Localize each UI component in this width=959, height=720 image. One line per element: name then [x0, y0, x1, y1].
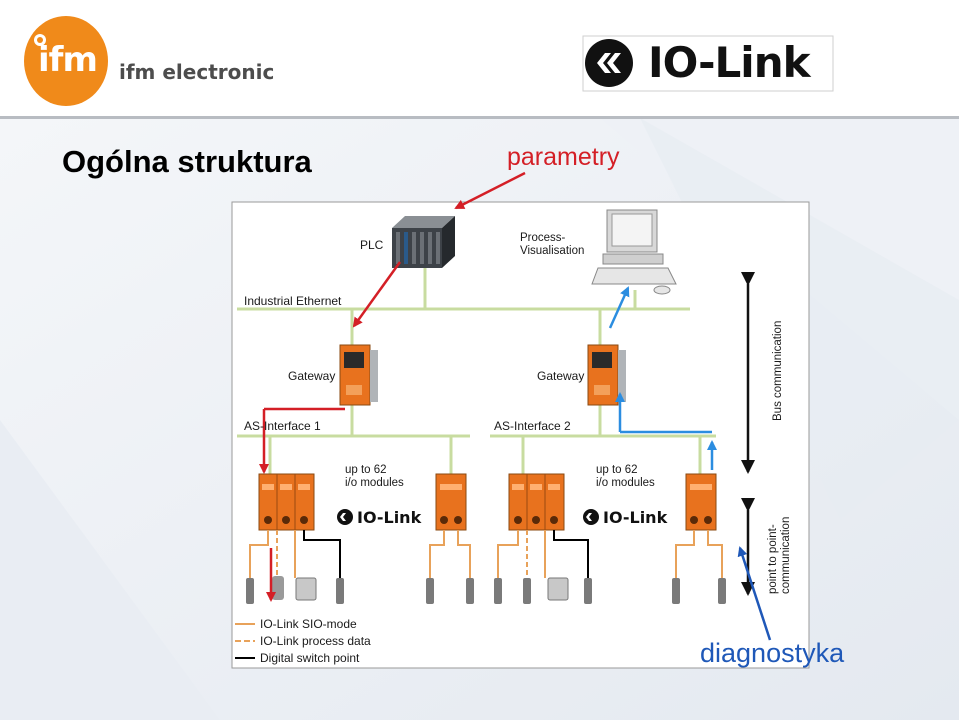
- process-vis-label: Process- Visualisation: [520, 232, 585, 257]
- modules-label-1: up to 62 i/o modules: [345, 464, 404, 489]
- industrial-ethernet-label: Industrial Ethernet: [244, 294, 342, 308]
- plc-label: PLC: [360, 238, 384, 252]
- io-module-2: [435, 473, 467, 531]
- computer-icon: [591, 209, 677, 295]
- company-name: ifm electronic: [119, 60, 275, 84]
- modules-label-2: up to 62 i/o modules: [596, 464, 655, 489]
- annotation-parametry: parametry: [507, 143, 620, 171]
- annotation-diagnostyka: diagnostyka: [700, 638, 845, 668]
- iolink-logo-text: IO-Link: [648, 38, 811, 87]
- iolink-logo: [582, 35, 834, 92]
- ifm-logo: [24, 16, 108, 106]
- iolink-badge-1: IO-Link: [357, 508, 422, 527]
- iolink-badge-2: IO-Link: [603, 508, 668, 527]
- slide-title: Ogólna struktura: [62, 144, 312, 179]
- legend-item-digital-switch: Digital switch point: [260, 651, 360, 665]
- io-module-4: [685, 473, 717, 531]
- gateway-device-2: [587, 344, 626, 406]
- plc-device: [392, 216, 455, 268]
- ifm-logo-letters: ifm: [38, 40, 98, 80]
- io-module-1: [258, 473, 315, 531]
- gateway-label-2: Gateway: [537, 369, 585, 383]
- p2p-communication-label: point to point- communication: [767, 516, 792, 594]
- as-interface-2-label: AS-Interface 2: [494, 419, 571, 433]
- gateway-label-1: Gateway: [288, 369, 336, 383]
- sensor-group: [246, 576, 726, 604]
- legend-item-sio: IO-Link SIO-mode: [260, 617, 357, 631]
- gateway-device-1: [339, 344, 378, 406]
- as-interface-1-label: AS-Interface 1: [244, 419, 321, 433]
- io-module-3: [508, 473, 565, 531]
- legend-item-process-data: IO-Link process data: [260, 634, 371, 648]
- bus-communication-label: Bus communication: [772, 320, 784, 421]
